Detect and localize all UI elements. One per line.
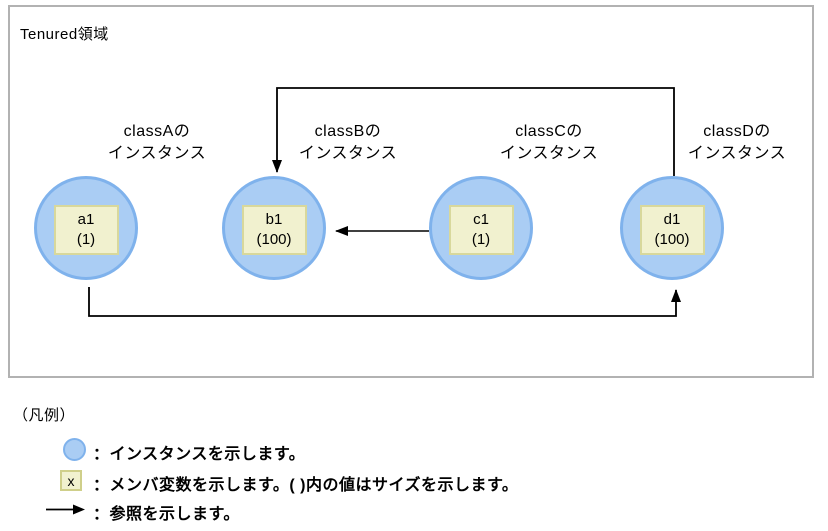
class-label-c: classCの インスタンス <box>499 123 599 162</box>
member-variable-box-d1: d1 (100) <box>639 204 705 255</box>
member-name: a1 <box>77 210 95 228</box>
member-variable-box-b1: b1 (100) <box>241 204 307 255</box>
instance-circle-d1: d1 (100) <box>620 176 724 280</box>
reference-arrow-icon <box>46 504 85 515</box>
member-box-symbol: x <box>67 472 75 489</box>
member-size: (100) <box>256 230 292 248</box>
member-name: b1 <box>265 210 283 228</box>
member-variable-box-c1: c1 (1) <box>448 204 514 255</box>
legend-title: （凡例） <box>13 407 76 424</box>
instance-circle-icon <box>63 438 86 461</box>
legend-item-label: ：参照を示します。 <box>93 506 240 523</box>
class-label-d: classDの インスタンス <box>687 123 787 162</box>
legend-item-label: ：インスタンスを示します。 <box>93 446 306 463</box>
member-name: d1 <box>663 210 681 228</box>
class-label-a: classAの インスタンス <box>107 123 207 162</box>
instance-circle-c1: c1 (1) <box>429 176 533 280</box>
instance-circle-a1: a1 (1) <box>34 176 138 280</box>
instance-circle-b1: b1 (100) <box>222 176 326 280</box>
class-label-b: classBの インスタンス <box>298 123 398 162</box>
member-box-icon: x <box>60 470 82 491</box>
member-size: (1) <box>471 230 491 248</box>
member-size: (1) <box>76 230 96 248</box>
legend-item-member-variable: x ：メンバ変数を示します。( )内の値はサイズを示します。 <box>0 468 828 494</box>
member-variable-box-a1: a1 (1) <box>53 204 119 255</box>
region-title: Tenured領域 <box>20 26 109 43</box>
legend-item-label: ：メンバ変数を示します。( )内の値はサイズを示します。 <box>93 477 519 494</box>
legend-item-reference: ：参照を示します。 <box>0 497 828 523</box>
member-size: (100) <box>654 230 690 248</box>
member-name: c1 <box>473 210 489 228</box>
legend-item-instance: ：インスタンスを示します。 <box>0 437 828 463</box>
